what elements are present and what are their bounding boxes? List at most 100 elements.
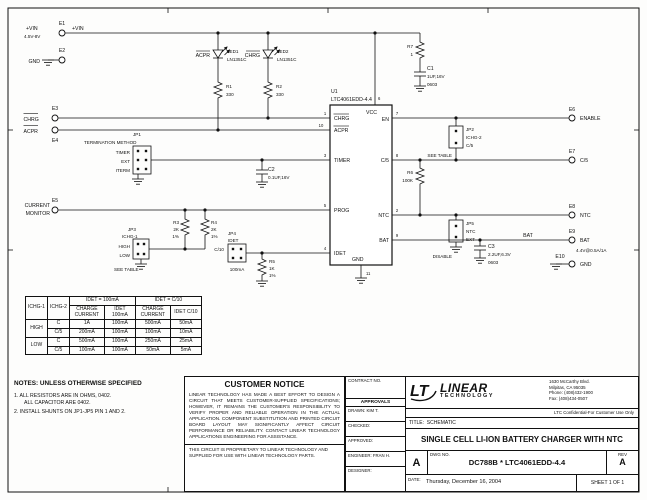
pin-number-gnd: 11	[366, 271, 371, 276]
pin-number-acpr: 10	[319, 123, 324, 128]
approval-label: ENGINEER:	[348, 453, 372, 458]
junction-dots	[183, 31, 482, 255]
c5-net-label: C/5	[580, 158, 588, 164]
address-fax: Fax: (408)434-0507	[549, 396, 588, 402]
table-cell: HIGH	[25, 319, 48, 338]
pin-number-vcc: 6	[378, 96, 381, 101]
resistor-r7-symbol	[415, 39, 425, 61]
pin-number-c5: 8	[396, 153, 399, 158]
pin-label-prog: PROG	[334, 208, 349, 214]
c1-value: 1UF,16V	[427, 74, 446, 79]
acpr-net-label: ACPR	[24, 129, 39, 135]
pin-number-idet: 4	[324, 246, 327, 251]
table-header-cell: ICHG-1	[25, 295, 48, 321]
pin-label-vcc: VCC	[366, 110, 377, 116]
customer-notice-title: CUSTOMER NOTICE	[224, 380, 305, 389]
approval-label: CHECKED:	[348, 423, 371, 428]
approval-row: DRAWN: KIM T.	[346, 407, 405, 422]
table-header-cell: IDET 100mA	[103, 304, 136, 321]
pin-label-idet: IDET	[334, 251, 347, 257]
table-cell: C/5	[46, 345, 70, 356]
r7-value: 1	[410, 52, 413, 57]
company-name: LINEAR TECHNOLOGY	[440, 382, 494, 399]
rev-label: REV	[617, 452, 628, 457]
terminal-e3-ref: E3	[52, 106, 58, 112]
approval-row: DESIGNER:	[346, 467, 405, 482]
approvals-header: APPROVALS	[346, 399, 405, 407]
table-header-cell: IDET C/10	[169, 304, 202, 321]
jp3-see-table-note: SEE TABLE	[114, 267, 139, 272]
resistor-r2-symbol	[263, 79, 273, 101]
jp3-option-low: LOW	[120, 253, 131, 258]
led1-ref: LED1	[227, 49, 239, 54]
pin-number-timer: 3	[324, 153, 327, 158]
jp2-option-c5: C/5	[466, 143, 474, 148]
table-cell: 50mA	[134, 345, 171, 356]
ground-symbol	[255, 181, 269, 188]
size-cell: A	[406, 451, 428, 474]
c3-size: 0603	[488, 260, 499, 265]
title-block: CONTRACT NO. APPROVALS DRAWN: KIM T. CHE…	[345, 376, 639, 492]
vin-range-label: 4.5V-8V	[24, 34, 41, 39]
jp4-option-c10: C/10	[214, 247, 224, 252]
table-cell: 250mA	[134, 336, 171, 347]
ground-symbol	[354, 277, 368, 284]
ground-symbol	[549, 263, 563, 270]
ground-symbol	[41, 59, 55, 66]
capacitor-c2-symbol	[255, 169, 269, 175]
date-value: Thursday, December 16, 2004	[426, 479, 502, 485]
jp5-option-ext: EXT	[466, 237, 475, 242]
r5-ref: R5	[269, 259, 275, 264]
r3-ref: R3	[173, 220, 179, 225]
table-cell: 100mA	[68, 345, 105, 356]
approval-value: FRAN H.	[372, 453, 391, 458]
terminals	[51, 29, 576, 268]
current-monitor-label-2: MONITOR	[26, 211, 51, 217]
enable-net-label: ENABLE	[580, 116, 601, 122]
c1-ref: C1	[427, 66, 434, 72]
address-line2: Milpitas, CA 95035	[549, 384, 586, 390]
ground-symbol	[255, 280, 269, 287]
note-line: 2. INSTALL SHUNTS ON JP1-JP5 PIN 1 AND 2…	[14, 409, 126, 415]
pin-label-c5: C/5	[381, 158, 389, 164]
r2-ref: R2	[276, 84, 282, 89]
ground-symbol	[413, 85, 427, 92]
jp1-ref: JP1	[133, 132, 141, 137]
linear-logo: LT LINEAR TECHNOLOGY	[409, 380, 494, 402]
table-header-cell: CHARGE CURRENT	[134, 304, 171, 321]
schematic-wires	[48, 32, 569, 281]
jp2-ref: JP2	[466, 127, 474, 132]
terminal-e9-ref: E9	[569, 229, 575, 235]
approval-label: DRAWN:	[348, 408, 366, 413]
title-value: SCHEMATIC	[426, 420, 456, 426]
jp5-option-disable: DISABLE	[433, 254, 452, 259]
table-cell: 500mA	[68, 336, 105, 347]
ntc-net-label: NTC	[580, 213, 591, 219]
r1-value: 330	[226, 92, 234, 97]
u1-ic-body	[329, 104, 393, 266]
jp1-header	[132, 145, 152, 175]
sheet-cell: SHEET 1 OF 1	[576, 475, 638, 491]
c2-ref: C2	[268, 167, 275, 173]
jp5-header	[448, 219, 464, 243]
ground-symbol	[131, 178, 145, 185]
component-symbols	[41, 39, 563, 287]
terminal-e5-ref: E5	[52, 198, 58, 204]
terminal-e6-ref: E6	[569, 107, 575, 113]
table-cell: 5mA	[169, 345, 202, 356]
title-label: TITLE:	[409, 420, 425, 426]
terminal-e7-ref: E7	[569, 149, 575, 155]
approval-row: ENGINEER: FRAN H.	[346, 452, 405, 467]
contract-no-cell: CONTRACT NO.	[346, 377, 406, 399]
table-header-cell: IDET = C/10	[134, 296, 202, 306]
jp4-option-100ma: 100mA	[230, 267, 245, 272]
table-cell: 25mA	[169, 336, 202, 347]
pin-label-en: EN	[382, 117, 389, 123]
terminal-e10-ref: E10	[555, 254, 564, 260]
approval-label: DESIGNER:	[348, 468, 372, 473]
u1-ref: U1	[331, 89, 338, 95]
table-cell: C/5	[46, 328, 70, 338]
confidential-note: LTC Confidential-For Customer Use Only	[406, 409, 638, 418]
address-line1: 1630 McCarthy Blvd.	[549, 379, 590, 384]
table-cell: 50mA	[169, 319, 202, 329]
